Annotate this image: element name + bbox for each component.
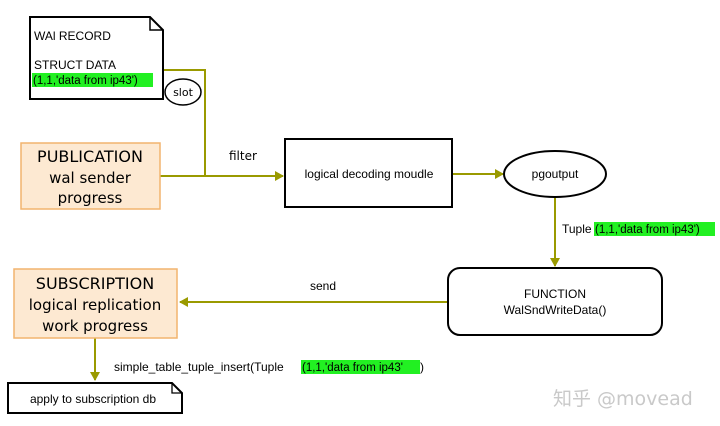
slot-ellipse [164,78,202,106]
send-label: send [310,279,336,293]
publication-title: PUBLICATION [37,147,143,166]
insert-label-prefix: simple_table_tuple_insert(Tuple [114,360,284,374]
tuple-label-data: (1,1,'data from ip43') [595,224,700,236]
insert-label-suffix: ) [420,360,424,374]
apply-fold [171,383,182,394]
pgoutput-node: pgoutput [503,150,607,198]
insert-label-data: (1,1,'data from ip43' [302,362,403,374]
wal-record-fold [149,17,163,31]
function-title: FUNCTION [524,287,586,301]
pgoutput-ellipse [503,150,607,198]
subscription-line2: logical replication [29,296,162,314]
slot-label: slot [173,86,194,99]
insert-label-group: simple_table_tuple_insert(Tuple (1,1,'da… [114,360,424,374]
wal-record-data-highlight [32,73,153,87]
filter-label: filter [229,149,257,163]
publication-rect [20,142,161,210]
wal-record-data: (1,1,'data from ip43') [33,75,138,87]
wal-record-struct: STRUCT DATA [34,58,116,72]
decoding-module-rect [284,138,453,208]
function-name: WalSndWriteData() [504,303,607,317]
slot-node: slot [164,78,202,106]
wal-record-document: WAl RECORD STRUCT DATA (1,1,'data from i… [29,16,164,100]
subscription-line3: work progress [42,317,148,335]
wal-to-slot-connector [160,69,206,176]
tuple-label-prefix: Tuple [562,222,592,236]
wal-record-title: WAl RECORD [34,29,111,43]
function-rect [447,267,663,336]
apply-label: apply to subscription db [30,392,156,406]
tuple-label-group: Tuple (1,1,'data from ip43') [562,222,715,236]
watermark-text: 知乎 @movead [553,388,693,410]
apply-shape [7,382,183,414]
apply-document: apply to subscription db [7,382,183,414]
publication-line3: progress [58,189,123,207]
subscription-rect [13,268,178,339]
publication-line2: wal sender [49,169,132,187]
decoding-module-label: logical decoding moudle [305,167,434,181]
connectors [90,69,560,381]
pgoutput-label: pgoutput [532,167,579,181]
publication-box: PUBLICATION wal sender progress [20,142,161,210]
function-box: FUNCTION WalSndWriteData() [447,267,663,336]
subscription-box: SUBSCRIPTION logical replication work pr… [13,268,178,339]
decoding-module-box: logical decoding moudle [284,138,453,208]
insert-label-highlight [301,360,420,374]
tuple-label-highlight [594,222,715,236]
subscription-title: SUBSCRIPTION [36,274,154,293]
